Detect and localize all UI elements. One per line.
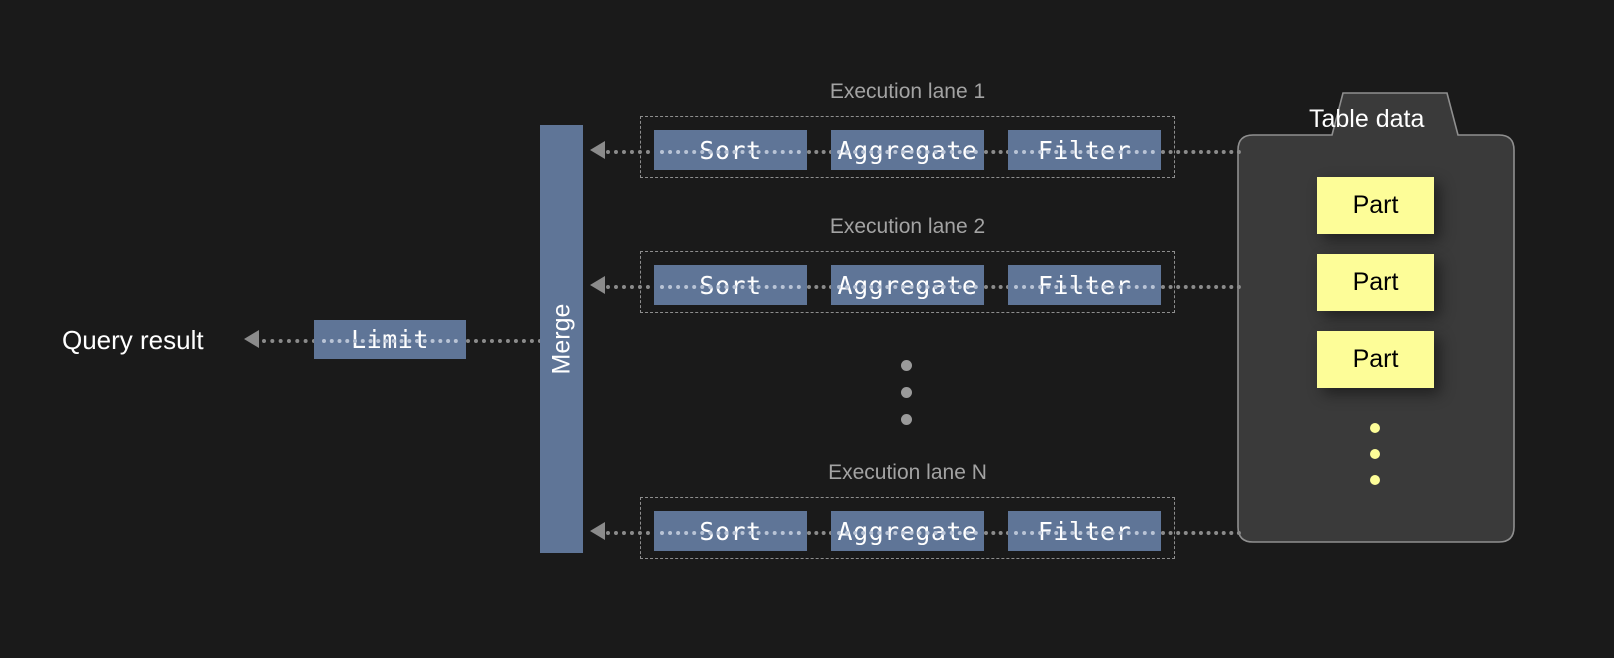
connector-lanen-agg-to-sort (807, 531, 833, 535)
lane-boundary-n (640, 497, 1175, 559)
arrow-to-merge-lane-1 (590, 141, 605, 159)
connector-through-lane1-sort (660, 150, 801, 154)
connector-lane2-to-merge (606, 285, 658, 289)
connector-through-lane2-aggregate (837, 285, 978, 289)
connector-lane1-agg-to-sort (807, 150, 833, 154)
part-box-3[interactable]: Part (1317, 331, 1434, 388)
lane-ellipsis-dot-3 (901, 414, 912, 425)
merge-bar[interactable]: Merge (540, 125, 583, 553)
connector-lane1-to-merge (606, 150, 658, 154)
connector-through-lane1-aggregate (837, 150, 978, 154)
table-data-panel: Table data (1237, 90, 1517, 545)
connector-lane1-filter-to-agg (984, 150, 1010, 154)
arrow-to-query-result (244, 330, 259, 348)
lane-label-n: Execution lane N (828, 461, 987, 484)
lane-label-1: Execution lane 1 (829, 80, 986, 103)
lane-label-2: Execution lane 2 (829, 215, 986, 238)
part-ellipsis-dot-1 (1370, 423, 1380, 433)
connector-lane2-to-storage (1161, 285, 1241, 289)
merge-label: Merge (547, 303, 575, 375)
arrow-to-merge-lane-n (590, 522, 605, 540)
query-result-label: Query result (62, 325, 204, 355)
connector-lane2-filter-to-agg (984, 285, 1010, 289)
arrow-to-merge-lane-2 (590, 276, 605, 294)
connector-lane1-to-storage (1161, 150, 1241, 154)
connector-through-lanen-aggregate (837, 531, 978, 535)
part-ellipsis-dot-2 (1370, 449, 1380, 459)
connector-lanen-to-merge (606, 531, 658, 535)
connector-lane2-agg-to-sort (807, 285, 833, 289)
lane-boundary-2 (640, 251, 1175, 313)
table-data-title: Table data (1309, 105, 1425, 133)
table-data-panel-shape (1237, 92, 1515, 543)
connector-through-lanen-filter (1014, 531, 1155, 535)
connector-lanen-to-storage (1161, 531, 1241, 535)
connector-through-lane2-filter (1014, 285, 1155, 289)
connector-through-lane2-sort (660, 285, 801, 289)
connector-through-lanen-sort (660, 531, 801, 535)
lane-boundary-1 (640, 116, 1175, 178)
part-ellipsis-dot-3 (1370, 475, 1380, 485)
connector-through-limit (322, 339, 458, 343)
lane-ellipsis-dot-2 (901, 387, 912, 398)
connector-lanen-filter-to-agg (984, 531, 1010, 535)
lane-ellipsis-dot-1 (901, 360, 912, 371)
part-box-1[interactable]: Part (1317, 177, 1434, 234)
connector-through-lane1-filter (1014, 150, 1155, 154)
part-box-2[interactable]: Part (1317, 254, 1434, 311)
connector-limit-to-result (262, 339, 316, 343)
connector-merge-to-limit (466, 339, 542, 343)
